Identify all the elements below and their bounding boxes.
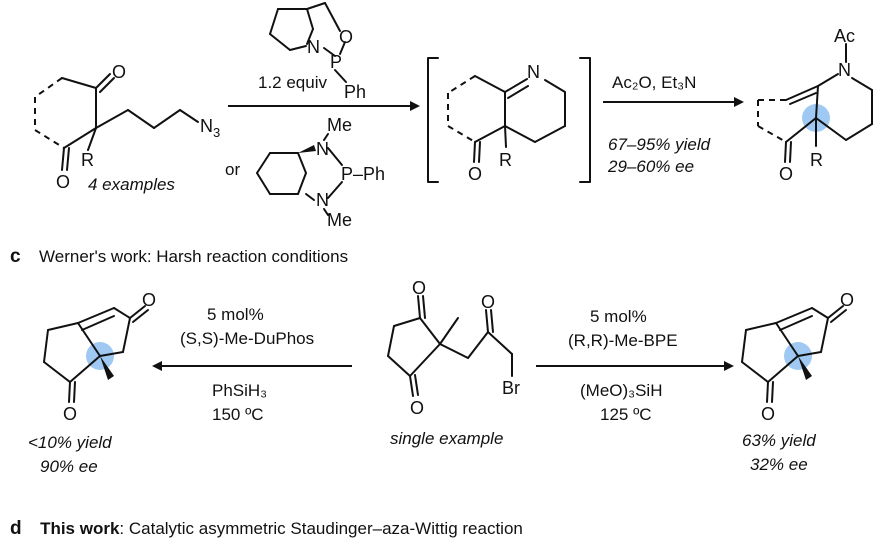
diazaphospholidine-reagent [256, 133, 343, 216]
atom-label: O [761, 404, 775, 424]
yield-range: 67–95% yield [608, 135, 711, 154]
right-catalyst: (R,R)-Me-BPE [568, 331, 678, 350]
bicyclic-enone-product-right [741, 305, 847, 403]
arrowhead [152, 361, 162, 371]
right-yield: 63% yield [742, 431, 816, 450]
right-reductant: (MeO)₃SiH [580, 381, 662, 400]
acetylation-conditions: Ac₂O, Et₃N [612, 73, 696, 92]
atom-label: O [112, 62, 126, 82]
section-letter: c [10, 246, 21, 267]
section-letter: d [10, 518, 22, 539]
atom-label: O [468, 164, 482, 184]
left-temperature: 150 ºC [212, 405, 264, 424]
left-ee: 90% ee [40, 457, 98, 476]
left-catalyst-loading: 5 mol% [207, 305, 264, 324]
atom-label: R [499, 150, 512, 170]
bromoketone-substrate [387, 295, 513, 397]
substrate-note: single example [390, 429, 503, 448]
left-yield: <10% yield [28, 433, 112, 452]
atom-label: R [81, 150, 94, 170]
arrowhead [724, 361, 734, 371]
bicyclic-enone-product-left [43, 305, 149, 403]
atom-label: O [410, 398, 424, 418]
left-bracket [427, 57, 439, 183]
atom-label: N [838, 60, 851, 80]
arrowhead [734, 97, 744, 107]
atom-label: O [779, 164, 793, 184]
substrate-scope-note: 4 examples [88, 175, 175, 194]
section-title: : Catalytic asymmetric Staudinger–aza-Wi… [119, 519, 522, 538]
section-title: Werner's work: Harsh reaction conditions [39, 247, 348, 266]
right-ee: 32% ee [750, 455, 808, 474]
atom-label: P–Ph [341, 164, 385, 184]
right-bracket [579, 57, 591, 183]
atom-label: O [63, 404, 77, 424]
or-label: or [225, 160, 240, 179]
atom-label: O [412, 278, 426, 298]
section-title-bold: This work [40, 519, 120, 538]
left-reductant: PhSiH₃ [212, 381, 267, 400]
right-catalyst-loading: 5 mol% [590, 307, 647, 326]
atom-label: Me [327, 115, 352, 135]
right-temperature: 125 ºC [600, 405, 652, 424]
atom-label: Ph [344, 82, 366, 102]
atom-label: O [56, 172, 70, 192]
azide-label: N3 [200, 116, 220, 140]
atom-label: Me [327, 210, 352, 230]
atom-label: O [840, 290, 854, 310]
atom-label: R [810, 150, 823, 170]
oxazaphospholidine-reagent [269, 2, 347, 83]
atom-label: O [481, 292, 495, 312]
azido-dione-substrate [34, 73, 199, 171]
arrowhead [410, 101, 420, 111]
atom-label: N [307, 37, 320, 57]
ee-range: 29–60% ee [607, 157, 694, 176]
atom-label: N [200, 116, 213, 136]
reagent-equiv: 1.2 equiv [258, 73, 327, 92]
left-catalyst: (S,S)-Me-DuPhos [180, 329, 314, 348]
section-d-heading: d This work: Catalytic asymmetric Staudi… [10, 518, 523, 539]
atom-label: Br [502, 378, 520, 398]
atom-label: Ac [834, 26, 855, 46]
atom-label: O [142, 290, 156, 310]
atom-label: N [316, 190, 329, 210]
atom-label: N [316, 139, 329, 159]
imine-intermediate [427, 57, 591, 183]
atom-label: N [527, 62, 540, 82]
enamide-product [757, 43, 873, 163]
atom-label: P [330, 52, 342, 72]
atom-label: O [339, 27, 353, 47]
subscript: 3 [213, 125, 220, 140]
section-c-heading: c Werner's work: Harsh reaction conditio… [10, 246, 348, 267]
